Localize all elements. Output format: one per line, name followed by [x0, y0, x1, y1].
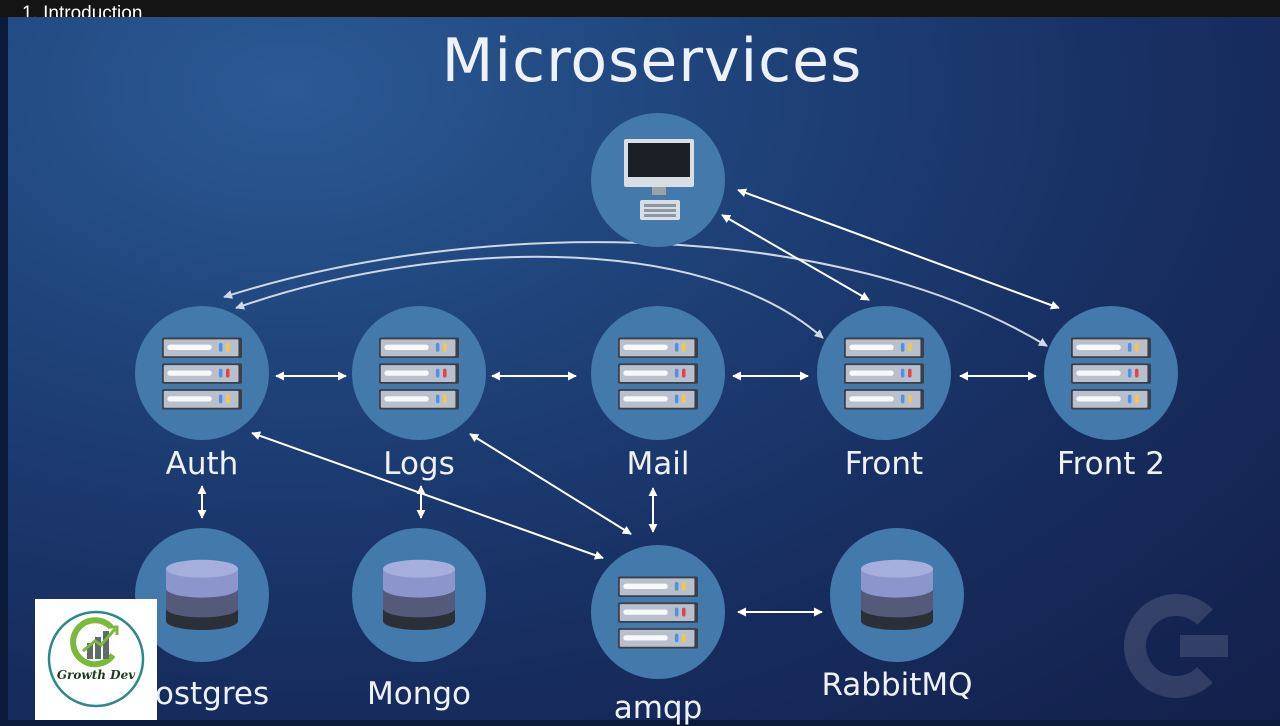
postgres-node — [135, 528, 269, 662]
database-icon — [383, 559, 455, 630]
arrow-logs-amqp — [469, 433, 632, 535]
arrow-auth-amqp — [251, 431, 604, 560]
server-icon — [1071, 337, 1151, 410]
front-node — [817, 306, 951, 440]
server-icon — [618, 576, 698, 649]
label-rabbitmq: RabbitMQ — [821, 667, 973, 703]
arrow-client-front — [721, 214, 870, 301]
label-logs: Logs — [383, 446, 455, 482]
growth-chart-icon — [47, 610, 145, 708]
amqp-node — [591, 545, 725, 679]
server-icon — [844, 337, 924, 410]
auth-node — [135, 306, 269, 440]
database-icon — [166, 559, 238, 630]
database-icon — [861, 559, 933, 630]
client-computer-node — [591, 113, 725, 247]
rabbitmq-node — [830, 528, 964, 662]
slide-title: Microservices — [441, 26, 863, 96]
label-front2: Front 2 — [1057, 446, 1165, 482]
server-icon — [379, 337, 459, 410]
mail-node — [591, 306, 725, 440]
label-mongo: Mongo — [366, 676, 471, 712]
curve-front-auth — [235, 255, 824, 339]
logo-text: Growth Dev — [56, 668, 136, 682]
connections — [197, 188, 1060, 617]
video-top-bar — [0, 0, 1280, 17]
logs-node — [352, 306, 486, 440]
label-mail: Mail — [626, 446, 690, 482]
arrow-client-front2 — [737, 188, 1060, 310]
label-amqp: amqp — [613, 690, 703, 726]
front2-node — [1044, 306, 1178, 440]
mongo-node — [352, 528, 486, 662]
label-postgres: ostgres — [154, 676, 270, 712]
computer-icon — [624, 139, 694, 220]
watermark-logo-bar — [1180, 635, 1228, 657]
label-front: Front — [844, 446, 924, 482]
server-icon — [618, 337, 698, 410]
channel-logo: Growth Dev — [35, 599, 157, 720]
server-icon — [162, 337, 242, 410]
label-auth: Auth — [165, 446, 239, 482]
